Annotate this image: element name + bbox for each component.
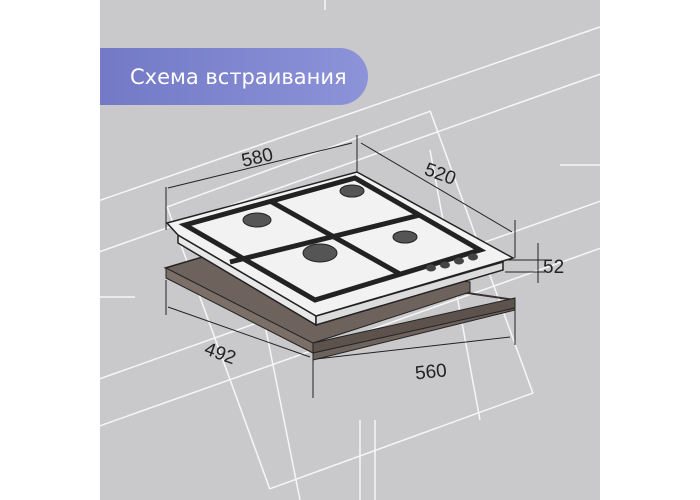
banner-title: Схема встраивания bbox=[130, 64, 347, 89]
dimension-cutout-width: 560 bbox=[414, 360, 448, 384]
control-knobs bbox=[426, 253, 478, 272]
dimension-cutout-depth: 492 bbox=[202, 339, 239, 370]
dimension-width: 580 bbox=[240, 144, 276, 172]
dimension-depth: 520 bbox=[422, 159, 459, 190]
gas-hob bbox=[165, 171, 515, 327]
dimension-lines bbox=[165, 135, 545, 398]
dimension-height: 52 bbox=[543, 257, 564, 278]
title-banner: Схема встраивания bbox=[100, 48, 368, 105]
